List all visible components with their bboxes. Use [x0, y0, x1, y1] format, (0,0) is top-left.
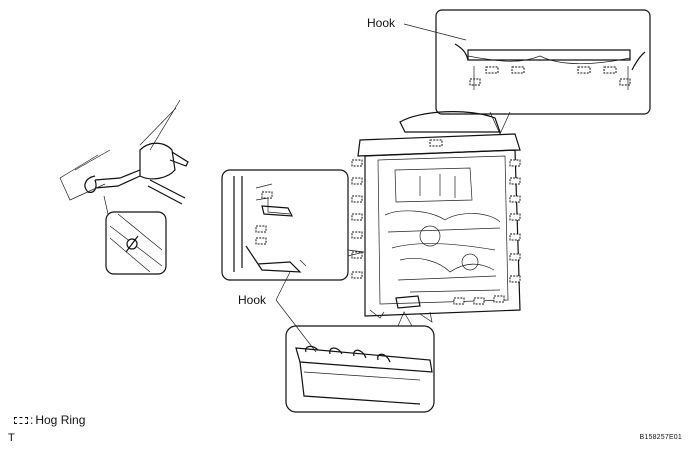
seat-back-frame — [351, 111, 521, 323]
hog-ring-legend-icon — [14, 416, 28, 424]
hog-ring-zoom-detail — [105, 211, 167, 275]
side-hook-detail — [221, 169, 349, 281]
figure-code: B158257E01 — [639, 434, 682, 441]
bottom-detail-pointer — [397, 311, 413, 327]
corner-mark: T — [8, 432, 15, 444]
bottom-hook-detail — [285, 325, 435, 413]
top-hook-detail — [435, 9, 651, 115]
pliers-illustration — [59, 99, 189, 215]
hook-top-leader — [403, 23, 467, 41]
side-detail-pointer — [347, 249, 365, 257]
hook-bottom-leader-up — [275, 271, 291, 301]
legend-separator: : — [30, 413, 34, 427]
hook-label-top: Hook — [367, 16, 396, 30]
hook-label-bottom: Hook — [238, 293, 267, 307]
legend: : Hog Ring — [14, 413, 85, 427]
legend-text: Hog Ring — [35, 413, 86, 427]
hook-bottom-leader-down — [275, 299, 317, 353]
